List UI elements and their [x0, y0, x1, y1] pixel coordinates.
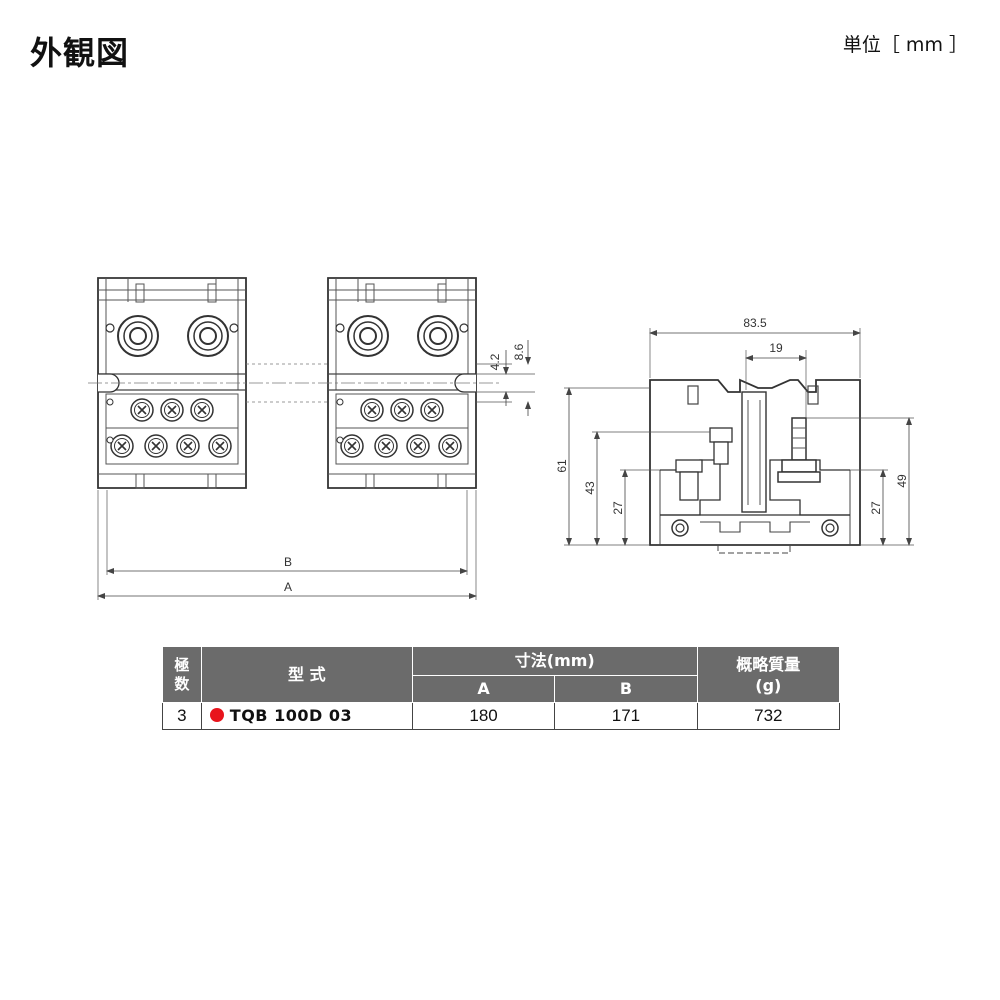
side-view: 83.5 19 61 43 27 27 49	[555, 316, 914, 554]
header-mass-label: 概略質量	[736, 654, 801, 674]
dim-49: 49	[895, 474, 909, 488]
drawing-canvas: 4.2 8.6 B A	[88, 0, 914, 600]
dim-b: B	[284, 555, 292, 569]
header-a: A	[411, 675, 556, 703]
cell-mass: 732	[696, 702, 841, 730]
header-model: 型 式	[200, 646, 413, 703]
spec-table: 極数 型 式 寸法(mm) 概略質量 (g) A B 3 TQB 100D 03…	[162, 646, 841, 730]
table-row: 3 TQB 100D 03 180 171 732	[162, 702, 841, 730]
cell-model: TQB 100D 03	[200, 702, 413, 730]
unit-label: 単位［ mm ］	[842, 34, 968, 56]
dim-19: 19	[769, 341, 783, 355]
dim-27-right: 27	[869, 501, 883, 515]
dim-43: 43	[583, 481, 597, 495]
dim-83-5: 83.5	[743, 316, 767, 330]
dim-27-left: 27	[611, 501, 625, 515]
header-b: B	[554, 675, 698, 703]
cell-poles: 3	[162, 702, 202, 730]
dim-4-2: 4.2	[488, 353, 502, 370]
header-dims: 寸法(mm)	[411, 646, 698, 676]
header-mass: 概略質量 (g)	[696, 646, 841, 703]
dim-61: 61	[555, 459, 569, 473]
page-title: 外観図	[30, 34, 130, 72]
cell-a: 180	[411, 702, 556, 730]
header-poles: 極数	[162, 646, 202, 703]
model-number: TQB 100D 03	[229, 706, 353, 725]
dim-a: A	[284, 580, 292, 594]
red-dot-icon	[209, 708, 224, 722]
header-mass-unit: (g)	[755, 675, 782, 695]
cell-b: 171	[554, 702, 698, 730]
front-view: 4.2 8.6 B A	[88, 278, 535, 600]
dim-8-6: 8.6	[512, 343, 526, 360]
